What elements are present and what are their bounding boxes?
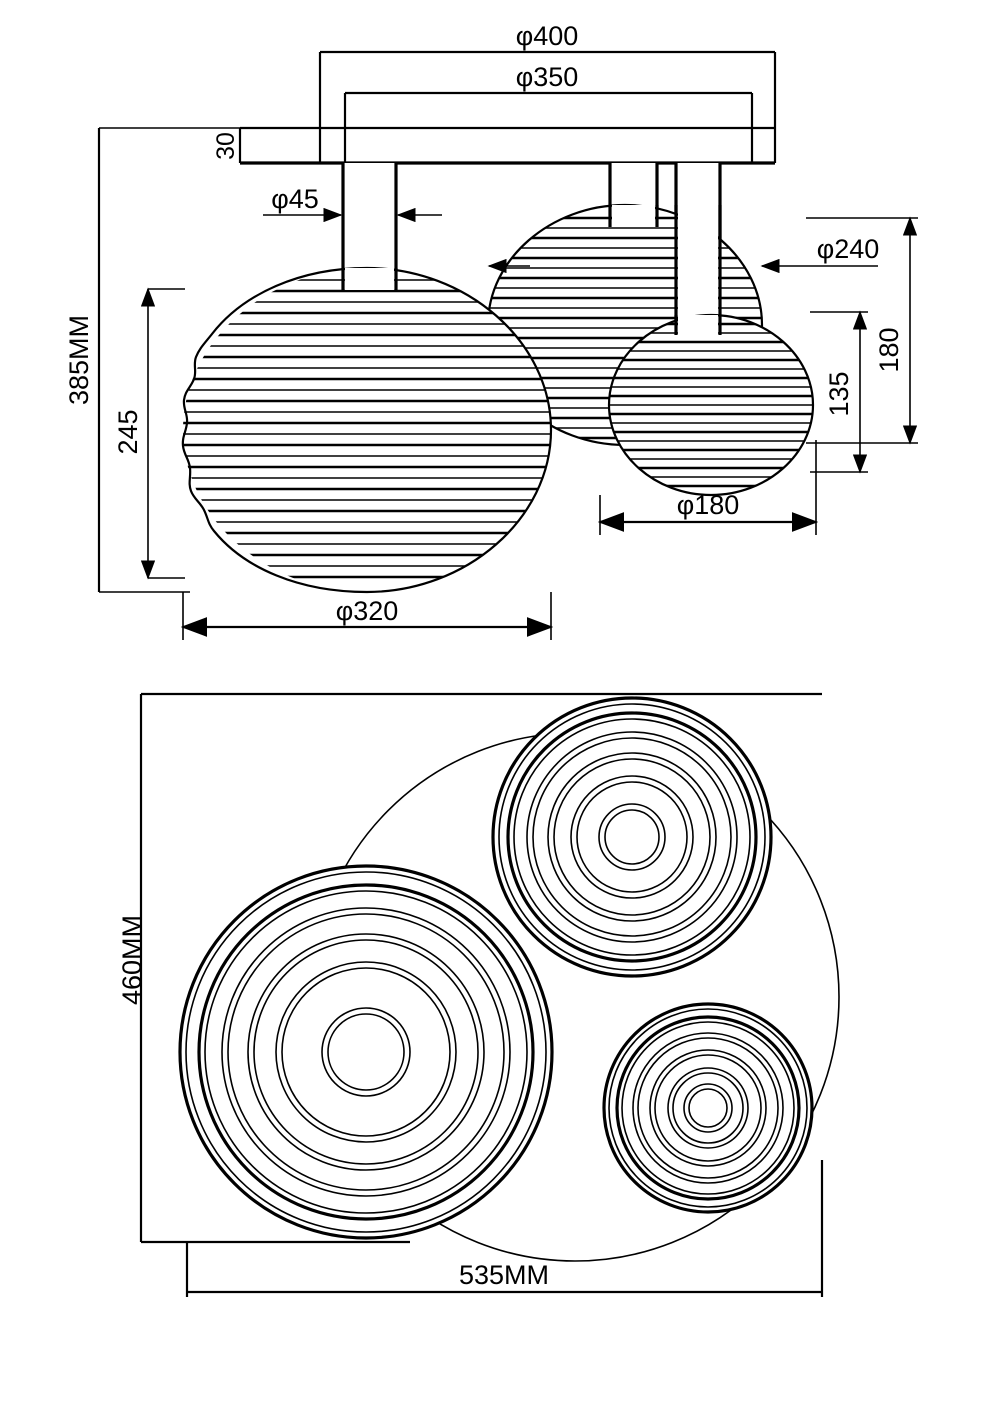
dim-canopy-outer — [318, 50, 777, 163]
plan-globe-small-rings — [602, 1002, 814, 1214]
dim-large-globe-diameter — [180, 592, 554, 640]
dim-small-globe-diameter — [597, 440, 819, 535]
dim-label-plan-depth: 460MM — [117, 915, 147, 1005]
dim-overall-height — [97, 128, 190, 593]
dim-label-medium-globe-drop: 180 — [874, 327, 904, 372]
globe-large — [181, 266, 553, 594]
globe-small — [607, 313, 815, 497]
dim-label-large-globe-diameter: φ320 — [336, 596, 399, 626]
dim-label-canopy-outer: φ400 — [516, 21, 579, 51]
dim-label-small-globe-drop: 135 — [824, 371, 854, 416]
elevation-view: φ400 φ350 30 — [64, 21, 918, 640]
dim-label-canopy-inner: φ350 — [516, 62, 579, 92]
plan-globe-medium-rings — [491, 696, 773, 978]
dim-small-globe-drop — [810, 310, 868, 474]
dim-label-medium-globe-diameter: φ240 — [817, 234, 880, 264]
plan-bounding-frame — [139, 692, 824, 1297]
dim-large-globe-drop — [140, 287, 185, 580]
plan-globe-large — [178, 864, 554, 1240]
plan-view: 460MM 535MM — [117, 692, 840, 1297]
dim-label-canopy-thickness: 30 — [212, 132, 240, 160]
dim-label-overall-height: 385MM — [64, 315, 94, 405]
dim-label-small-globe-diameter: φ180 — [677, 490, 740, 520]
dim-label-large-globe-drop: 245 — [113, 409, 143, 454]
dim-label-rod-diameter: φ45 — [271, 184, 319, 214]
dim-label-plan-width: 535MM — [459, 1260, 549, 1290]
